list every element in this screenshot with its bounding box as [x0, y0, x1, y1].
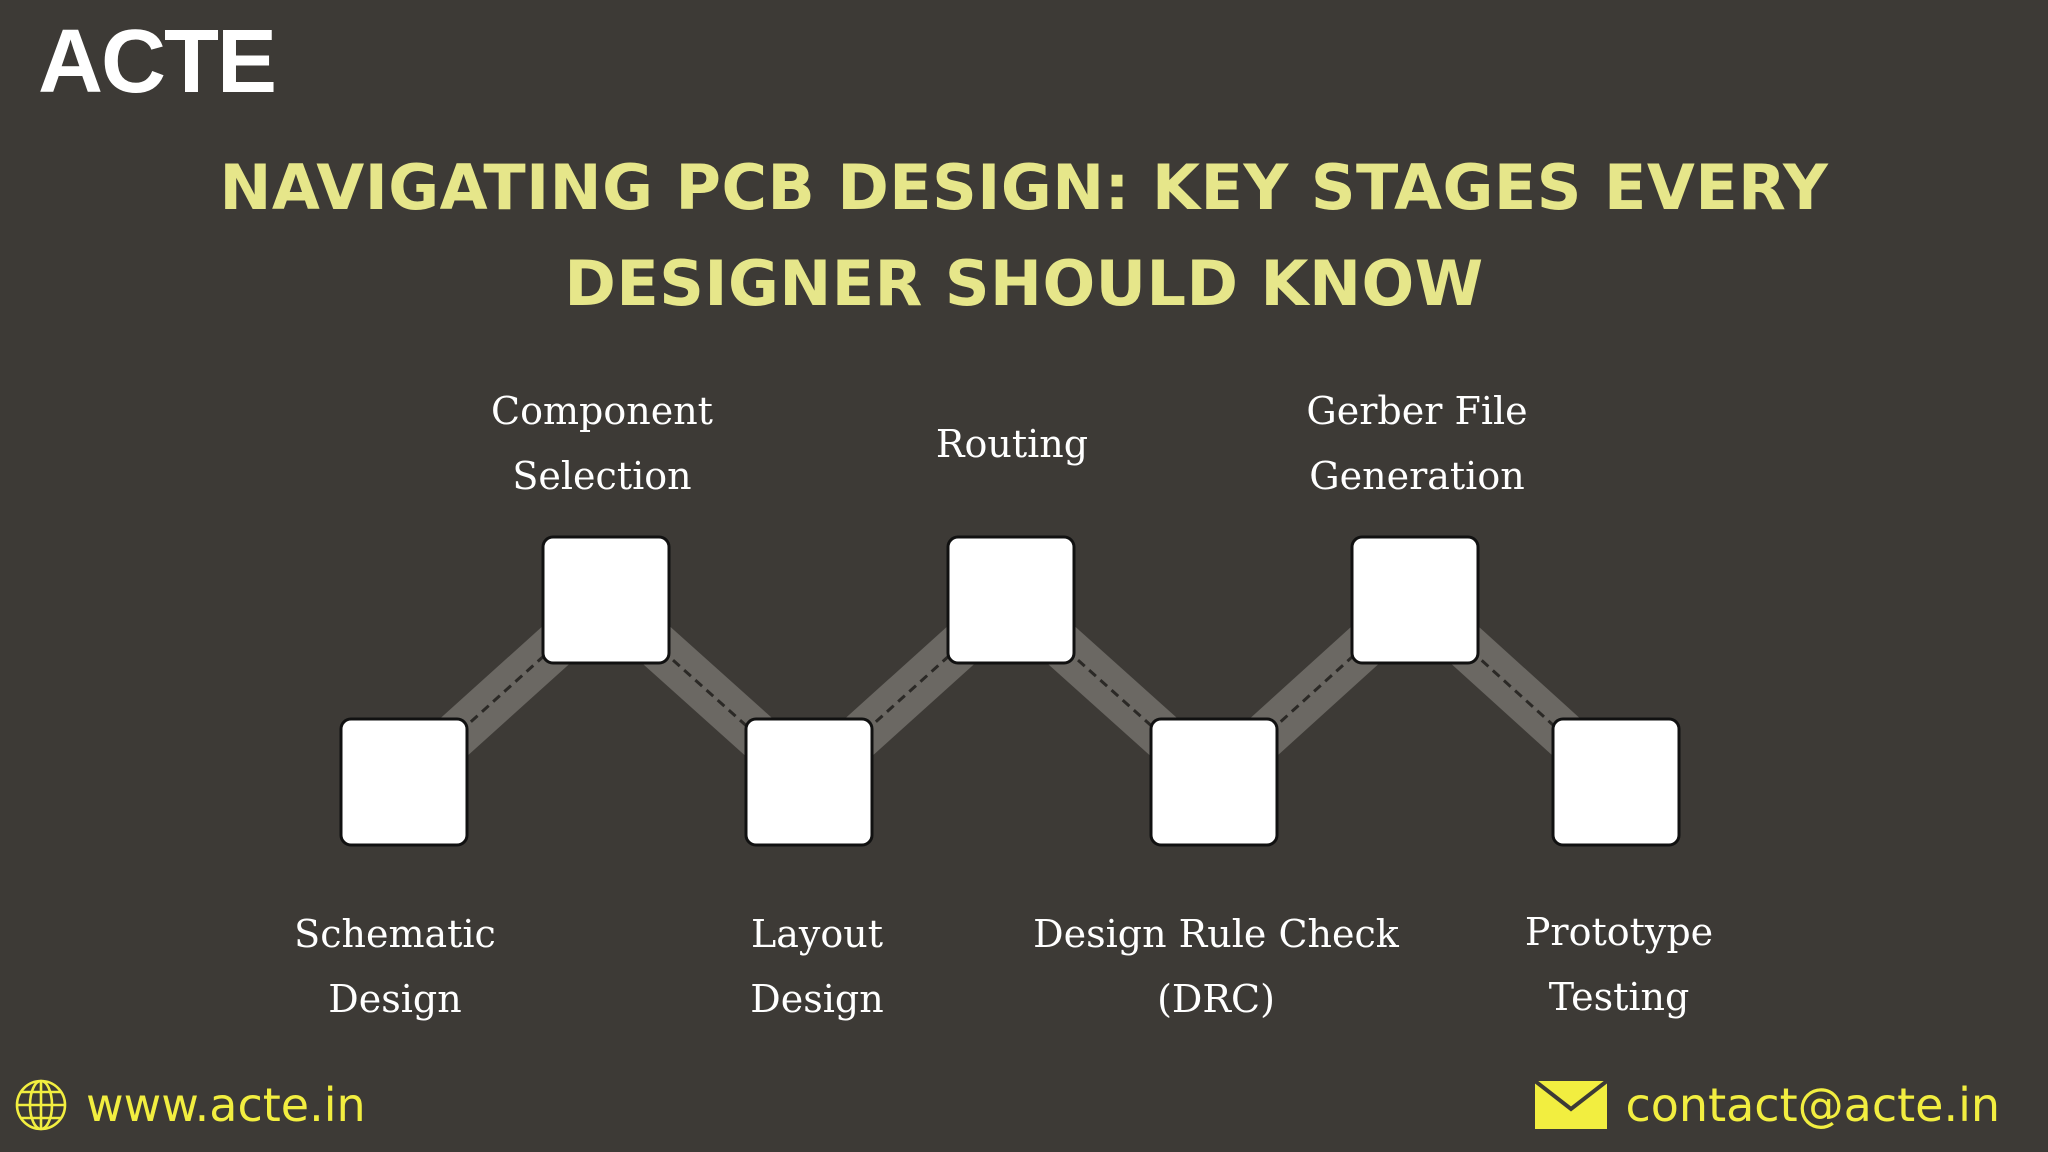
footer-email[interactable]: contact@acte.in — [1535, 1070, 2000, 1140]
stage-node-drc — [1149, 717, 1279, 847]
title-line-1: NAVIGATING PCB DESIGN: KEY STAGES EVERY — [219, 151, 1829, 224]
stage-label-schematic: Schematic Design — [294, 902, 496, 1032]
email-link[interactable]: contact@acte.in — [1625, 1078, 2000, 1132]
stage-label-routing: Routing — [936, 412, 1088, 477]
stage-label-line: Generation — [1309, 454, 1525, 498]
stage-node-routing — [946, 535, 1076, 665]
stage-label-layout: Layout Design — [750, 902, 883, 1032]
stage-label-component: Component Selection — [491, 379, 713, 509]
envelope-icon — [1535, 1081, 1608, 1129]
page-title: NAVIGATING PCB DESIGN: KEY STAGES EVERY … — [0, 140, 2048, 332]
stage-label-line: Design — [750, 977, 884, 1021]
acte-logo: ACTE — [38, 12, 277, 102]
stage-node-prototype — [1551, 717, 1681, 847]
stage-label-line: Design — [328, 977, 462, 1021]
stage-label-line: Prototype — [1524, 910, 1714, 954]
stage-label-line: Selection — [512, 454, 692, 498]
stage-node-schematic — [339, 717, 469, 847]
stage-label-line: Routing — [935, 422, 1089, 466]
stage-label-line: Testing — [1548, 975, 1690, 1019]
logo-text: ACTE — [38, 12, 275, 102]
stage-label-line: Gerber File — [1306, 389, 1528, 433]
stage-label-gerber: Gerber File Generation — [1306, 379, 1527, 509]
stage-label-drc: Design Rule Check (DRC) — [1033, 902, 1399, 1032]
stage-label-line: (DRC) — [1157, 977, 1275, 1021]
stage-label-line: Design Rule Check — [1033, 912, 1399, 956]
footer-website[interactable]: www.acte.in — [14, 1070, 366, 1140]
stage-label-line: Layout — [751, 912, 883, 956]
stage-label-line: Component — [491, 389, 713, 433]
stage-nodes — [339, 535, 1681, 847]
stage-node-layout — [744, 717, 874, 847]
stage-label-line: Schematic — [294, 912, 496, 956]
stage-node-component — [541, 535, 671, 665]
title-line-2: DESIGNER SHOULD KNOW — [564, 247, 1484, 320]
stage-node-gerber — [1350, 535, 1480, 665]
globe-icon — [15, 1079, 67, 1131]
website-link[interactable]: www.acte.in — [86, 1078, 366, 1132]
stage-label-prototype: Prototype Testing — [1525, 900, 1713, 1030]
